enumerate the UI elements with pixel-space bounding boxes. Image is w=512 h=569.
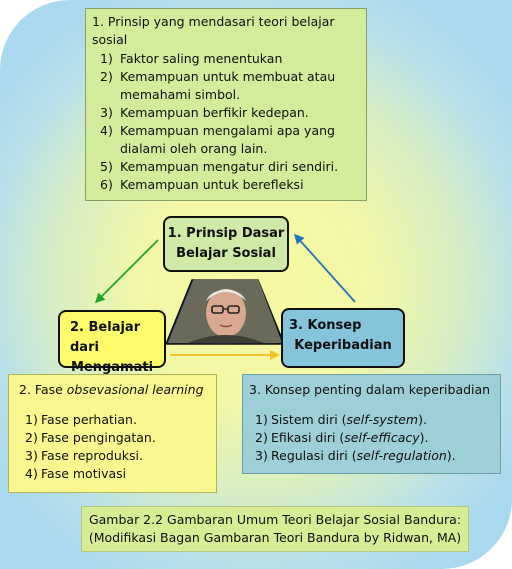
konsep-list: 1)Sistem diri (self-system). 2)Efikasi d… [249, 411, 494, 465]
konsep-box: 3. Konsep penting dalam keperibadian 1)S… [242, 374, 501, 474]
list-item: 3) Kemampuan berfikir kedepan. [92, 104, 360, 122]
item-number: 3) [25, 448, 38, 463]
list-item: 5) Kemampuan mengatur diri sendiri. [92, 158, 360, 176]
list-item: 4)Fase motivasi [19, 465, 206, 483]
list-item: 1) Faktor saling menentukan [92, 50, 360, 68]
item-end: ). [446, 448, 456, 463]
figure-caption: Gambar 2.2 Gambaran Umum Teori Belajar S… [81, 506, 469, 552]
fase-title: 2. Fase obsevasional learning [19, 381, 206, 399]
caption-line1: Gambar 2.2 Gambaran Umum Teori Belajar S… [88, 512, 462, 527]
list-item: 4) Kemampuan mengalami apa yang [92, 122, 360, 140]
item-text: Kemampuan mengatur diri sendiri. [120, 159, 339, 174]
arrow-green [94, 239, 159, 304]
portrait-photo [168, 279, 282, 343]
node-prinsip-dasar: 1. Prinsip Dasar Belajar Sosial [163, 216, 289, 272]
fase-title-italic: obsevasional learning [66, 382, 204, 397]
fase-box: 2. Fase obsevasional learning 1)Fase per… [8, 374, 217, 493]
item-text: Kemampuan berfikir kedepan. [120, 105, 309, 120]
list-item: 1)Sistem diri (self-system). [249, 411, 494, 429]
item-text: Fase reproduksi. [41, 448, 143, 463]
item-end: ). [419, 430, 429, 445]
list-item: memahami simbol. [92, 86, 360, 104]
item-number: 1) [25, 412, 38, 427]
list-item: 2)Efikasi diri (self-efficacy). [249, 429, 494, 447]
item-text: Sistem diri ( [271, 412, 347, 427]
node-konsep-keperibadian: 3. Konsep Keperibadian [281, 308, 405, 368]
item-number: 1) [100, 51, 113, 66]
fase-list: 1)Fase perhatian. 2)Fase pengingatan. 3)… [19, 411, 206, 483]
fase-title-prefix: 2. Fase [19, 382, 67, 397]
item-text: Faktor saling menentukan [120, 51, 283, 66]
item-number: 6) [100, 177, 113, 192]
item-number: 4) [25, 466, 38, 481]
item-number: 2) [255, 430, 268, 445]
prinsip-list-box: 1. Prinsip yang mendasari teori belajar … [85, 8, 367, 201]
arrow-blue [294, 233, 356, 303]
node-label-line2: Belajar Sosial [176, 246, 276, 261]
item-text: Regulasi diri ( [271, 448, 357, 463]
item-text: Fase pengingatan. [41, 430, 156, 445]
item-text: Kemampuan untuk berefleksi [120, 177, 304, 192]
item-italic: self-regulation [356, 448, 447, 463]
prinsip-title: 1. Prinsip yang mendasari teori belajar … [92, 14, 335, 47]
node-label-line2: Keperibadian [294, 338, 392, 353]
node-label-line1: 2. Belajar dari [70, 320, 141, 355]
item-end: ). [418, 412, 427, 427]
item-text: Efikasi diri ( [271, 430, 345, 445]
node-label-line1: 3. Konsep [289, 318, 362, 333]
node-belajar-mengamati: 2. Belajar dari Mengamati [58, 310, 166, 375]
item-text: dialami oleh orang lain. [120, 141, 268, 156]
item-text: memahami simbol. [120, 87, 241, 102]
item-text: Kemampuan untuk membuat atau [120, 69, 336, 84]
list-item: 2)Fase pengingatan. [19, 429, 206, 447]
node-label-line1: 1. Prinsip Dasar [167, 226, 285, 241]
item-number: 3) [100, 105, 113, 120]
item-text: Fase perhatian. [41, 412, 137, 427]
list-item: 3)Regulasi diri (self-regulation). [249, 447, 494, 465]
item-number: 4) [100, 123, 113, 138]
prinsip-list: 1) Faktor saling menentukan 2) Kemampuan u… [92, 50, 360, 194]
list-item: 1)Fase perhatian. [19, 411, 206, 429]
list-item: 3)Fase reproduksi. [19, 447, 206, 465]
item-number: 2) [25, 430, 38, 445]
node-label-line2: Mengamati [70, 360, 154, 375]
item-italic: self-system [346, 412, 419, 427]
konsep-title: 3. Konsep penting dalam keperibadian [249, 382, 491, 397]
item-text: Fase motivasi [41, 466, 127, 481]
item-number: 2) [100, 69, 113, 84]
caption-line2: (Modifikasi Bagan Gambaran Teori Bandura… [88, 530, 462, 545]
list-item: 2) Kemampuan untuk membuat atau [92, 68, 360, 86]
item-text: Kemampuan mengalami apa yang [120, 123, 335, 138]
item-number: 5) [100, 159, 113, 174]
list-item: dialami oleh orang lain. [92, 140, 360, 158]
item-number: 1) [255, 412, 268, 427]
item-number: 3) [255, 448, 268, 463]
item-italic: self-efficacy [344, 430, 420, 445]
list-item: 6) Kemampuan untuk berefleksi [92, 176, 360, 194]
